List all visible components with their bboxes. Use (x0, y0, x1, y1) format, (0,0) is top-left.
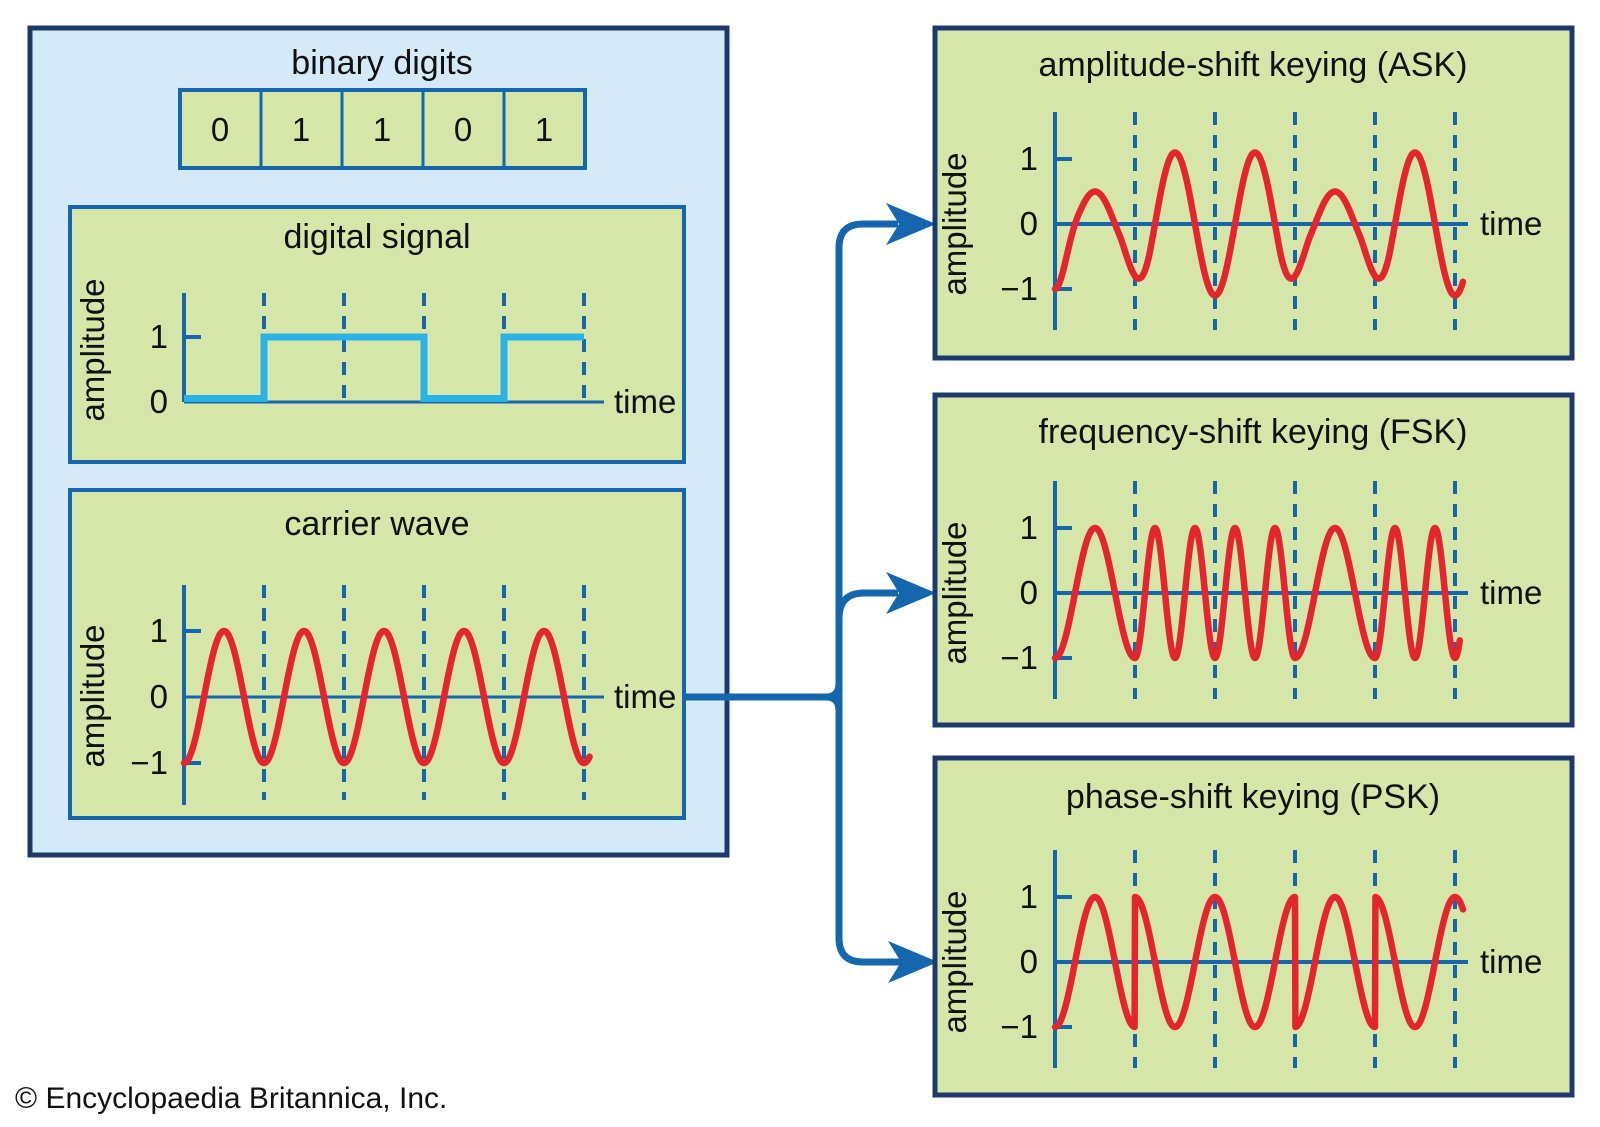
binary-digits-title: binary digits (291, 44, 472, 82)
time-label: time (1480, 943, 1542, 980)
carrier-wave-box: carrier wave amplitude 1 0 −1 time (68, 488, 686, 820)
time-label: time (1480, 574, 1542, 611)
ytick-minus1: −1 (1000, 270, 1038, 307)
ytick-0: 0 (1020, 943, 1038, 980)
ytick-1: 1 (1020, 140, 1038, 177)
ytick-1: 1 (150, 612, 168, 649)
carrier-to-modulation-connector (686, 203, 938, 983)
digital-signal-wave (184, 333, 584, 402)
ask-frame (932, 25, 1575, 361)
arrowhead-fsk-icon (886, 572, 936, 614)
fsk-frame (932, 392, 1575, 728)
ytick-minus1: −1 (130, 744, 168, 781)
ytick-0: 0 (1020, 574, 1038, 611)
digital-amplitude-label: amplitude (74, 278, 111, 421)
binary-digit: 0 (454, 111, 472, 148)
binary-digit-cells: 0 1 1 0 1 (178, 88, 587, 170)
ytick-1: 1 (1020, 878, 1038, 915)
psk-title: phase-shift keying (PSK) (1066, 778, 1440, 816)
fsk-title: frequency-shift keying (FSK) (1039, 413, 1468, 451)
ask-plot (1051, 112, 1468, 330)
digital-signal-plot (182, 293, 604, 404)
arrowhead-psk-icon (888, 941, 938, 983)
arrowhead-ask-icon (886, 203, 936, 245)
fsk-plot (1051, 481, 1468, 699)
connector-middle-branch (835, 589, 898, 620)
psk-frame (932, 755, 1575, 1098)
fsk-box: frequency-shift keying (FSK) amplitude 1… (932, 392, 1575, 728)
copyright-notice: © Encyclopaedia Britannica, Inc. (15, 1082, 447, 1115)
ytick-minus1: −1 (1000, 1008, 1038, 1045)
psk-amplitude-label: amplitude (936, 890, 973, 1033)
carrier-wave-plot (180, 585, 604, 805)
ask-title: amplitude-shift keying (ASK) (1039, 46, 1468, 84)
time-label: time (614, 383, 676, 420)
ytick-0: 0 (150, 383, 168, 420)
ytick-0: 0 (150, 678, 168, 715)
ask-box: amplitude-shift keying (ASK) amplitude 1… (932, 25, 1575, 361)
ytick-1: 1 (1020, 509, 1038, 546)
binary-digit: 0 (211, 111, 229, 148)
carrier-wave (180, 627, 593, 767)
ask-amplitude-label: amplitude (936, 152, 973, 295)
digital-signal-box: digital signal amplitude 1 0 time (68, 205, 686, 464)
binary-digit: 1 (535, 111, 553, 148)
fsk-amplitude-label: amplitude (936, 521, 973, 664)
carrier-wave-title: carrier wave (284, 505, 469, 543)
ytick-minus1: −1 (1000, 639, 1038, 676)
fsk-wave (1051, 524, 1464, 662)
connector-trunk (835, 220, 901, 966)
psk-wave (1051, 893, 1467, 1031)
psk-plot (1051, 850, 1468, 1068)
binary-digit: 1 (373, 111, 391, 148)
digital-signal-title: digital signal (283, 218, 470, 256)
psk-box: phase-shift keying (PSK) amplitude 1 0 −… (932, 755, 1575, 1098)
ask-wave (1051, 149, 1467, 299)
carrier-amplitude-label: amplitude (74, 624, 111, 767)
ytick-0: 0 (1020, 205, 1038, 242)
binary-digit: 1 (292, 111, 310, 148)
binary-cells-frame (178, 88, 587, 170)
ytick-1: 1 (150, 318, 168, 355)
time-label: time (1480, 205, 1542, 242)
time-label: time (614, 678, 676, 715)
